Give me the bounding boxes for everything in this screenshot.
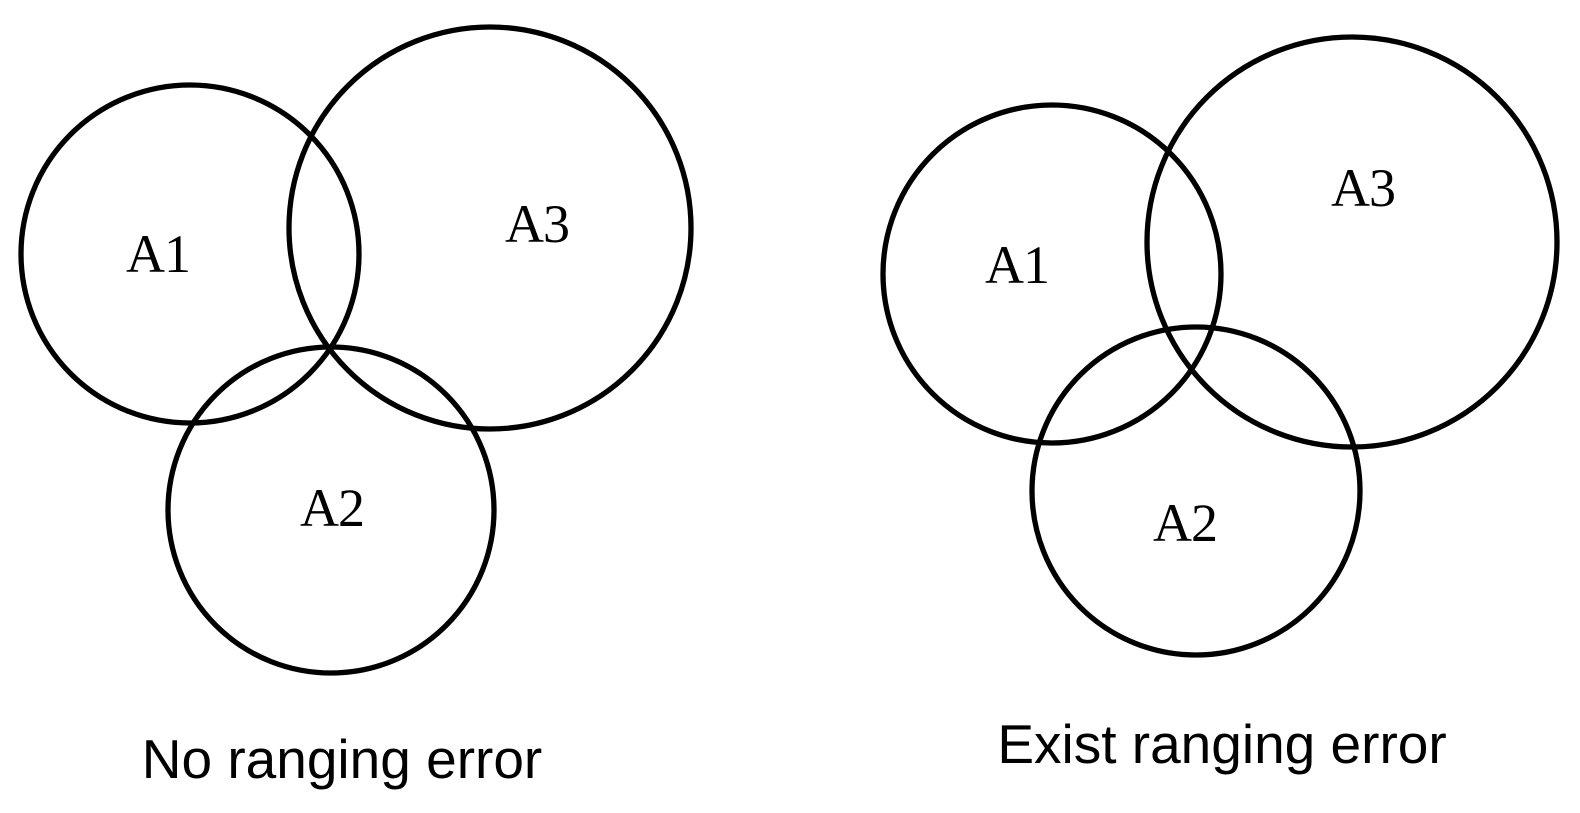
caption-no-ranging-error: No ranging error	[142, 728, 542, 790]
figure-no-ranging-error: A1 A2 A3 No ranging error	[18, 24, 694, 790]
circle-label-a2: A2	[300, 478, 364, 538]
circle-label-a1: A1	[126, 224, 190, 284]
figure-exist-ranging-error: A1 A2 A3 Exist ranging error	[880, 34, 1560, 775]
range-circle-a3	[286, 24, 694, 432]
range-circle-a1	[18, 82, 362, 426]
circle-label-a2: A2	[1153, 493, 1217, 553]
circle-label-a3: A3	[505, 194, 569, 254]
circle-label-a1: A1	[985, 235, 1049, 295]
circle-label-a3: A3	[1331, 158, 1395, 218]
caption-exist-ranging-error: Exist ranging error	[997, 713, 1446, 775]
range-circle-a3	[1144, 34, 1560, 450]
range-circle-a1	[880, 102, 1224, 446]
range-circle-a2	[1029, 324, 1363, 658]
